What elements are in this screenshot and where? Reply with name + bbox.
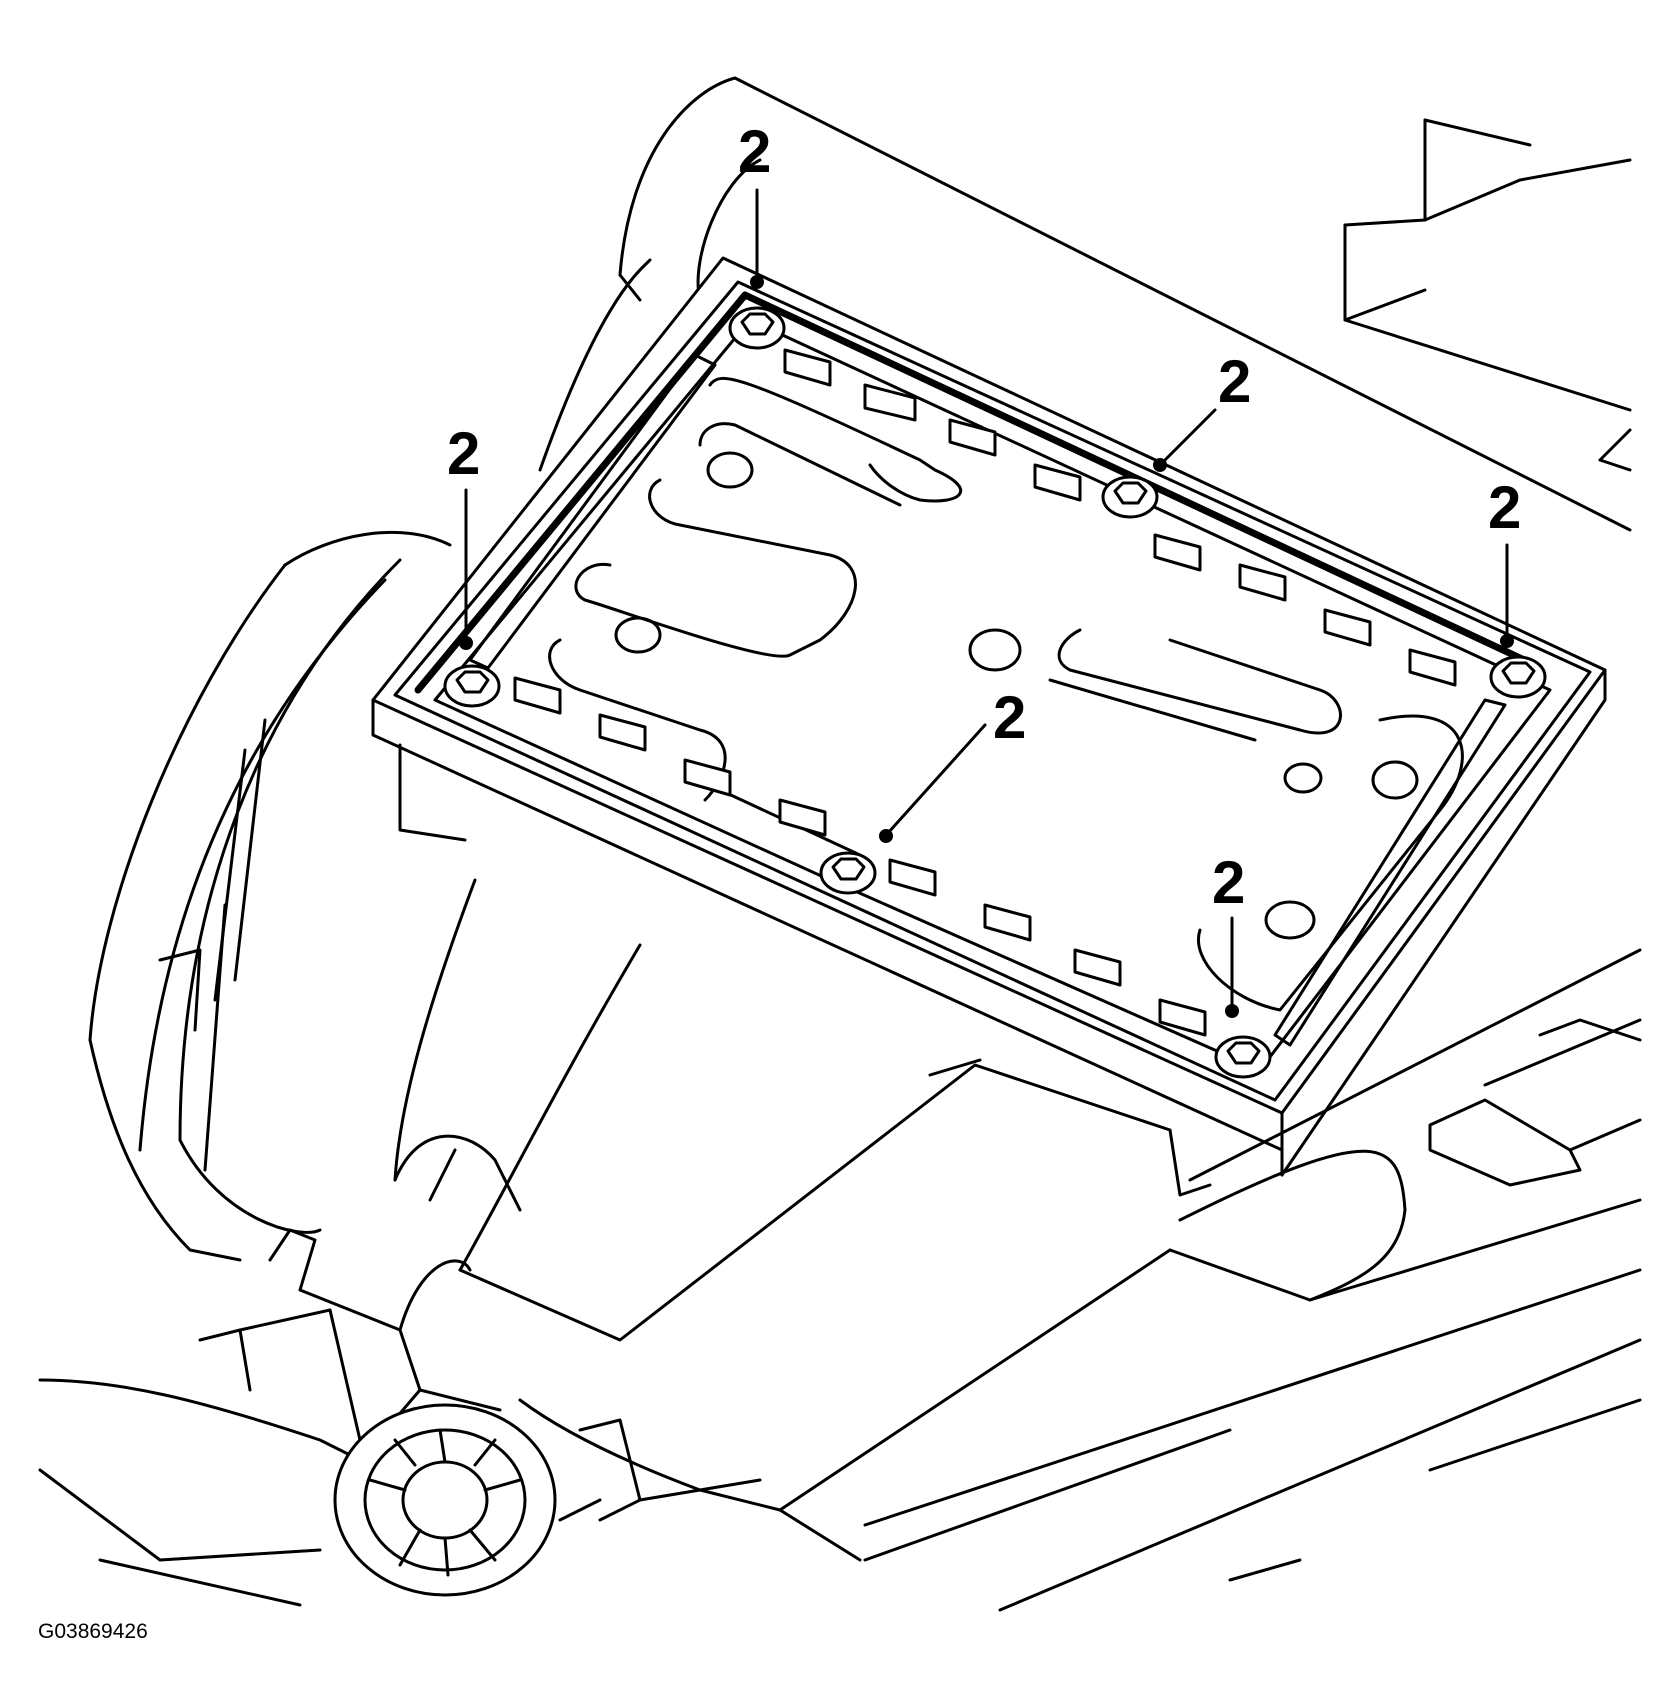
left-round-housing: [88, 258, 652, 1262]
module-box: [371, 256, 1607, 1177]
plate-details: [468, 353, 1507, 1047]
upper-housing: [618, 76, 1632, 532]
nut-left: [443, 664, 501, 708]
nut-top-middle: [1101, 475, 1159, 519]
nut-top-left: [728, 306, 786, 350]
callout-label: 2: [1488, 474, 1521, 541]
lower-structure: [38, 878, 1642, 1612]
callout-labels: 2 2 2 2 2 2: [447, 118, 1521, 916]
callout-leaders: [459, 188, 1514, 1018]
figure-id: G03869426: [38, 1620, 148, 1643]
round-vent: [333, 1403, 557, 1597]
fasteners: [443, 306, 1547, 1079]
callout-label: 2: [1218, 348, 1251, 415]
callout-label: 2: [738, 118, 771, 185]
callout-label: 2: [447, 420, 480, 487]
callout-label: 2: [993, 684, 1026, 751]
terminal-tabs: [513, 348, 1457, 1037]
nut-top-right: [1489, 655, 1547, 699]
nut-bottom-right: [1214, 1035, 1272, 1079]
nut-bottom-middle: [819, 851, 877, 895]
callout-label: 2: [1212, 849, 1245, 916]
